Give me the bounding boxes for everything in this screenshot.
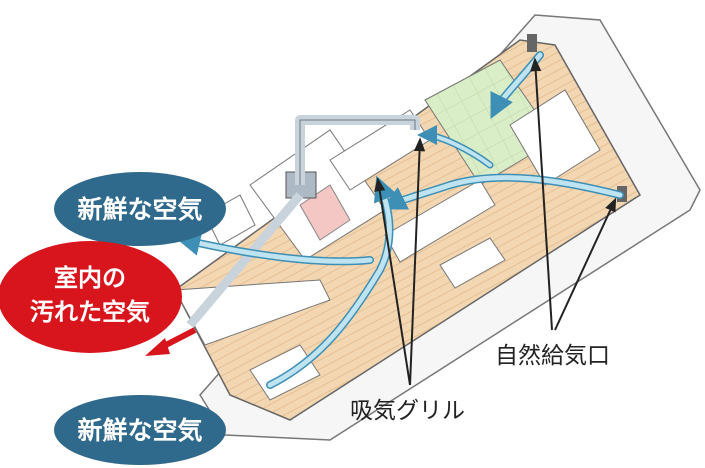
kitchen-counter [384, 179, 496, 263]
pink-room [299, 184, 351, 241]
fresh-air-label-bottom: 新鮮な空気 [77, 416, 202, 445]
callout-lines [374, 57, 617, 386]
exhaust-duct-out [186, 192, 304, 328]
supply-vent-rear [527, 34, 537, 52]
dirty-air-bubble: 室内の 汚れた空気 [0, 241, 182, 353]
callout-line-supply-right [554, 197, 617, 331]
closet-block [204, 194, 256, 246]
exhaust-grille-label: 吸気グリル [350, 398, 465, 424]
natural-supply-vent-label: 自然給気口 [495, 343, 610, 369]
fresh-air-bubble-bottom: 新鮮な空気 [54, 395, 226, 465]
callout-line-grille-2 [409, 137, 426, 386]
airflow-arrow [175, 231, 373, 264]
fresh-air-bubble-top: 新鮮な空気 [54, 172, 226, 246]
airflow-arrow [267, 175, 398, 388]
dirty-air-label-line2: 汚れた空気 [30, 298, 150, 326]
callout-line-grille-1 [374, 177, 411, 386]
airflow-arrow [381, 175, 623, 210]
airflow-arrows [175, 51, 624, 389]
dining-table [439, 237, 506, 289]
dirty-air-label-line1: 室内の [54, 264, 126, 292]
exhaust-arrow-head [145, 338, 170, 356]
callout-line-supply-rear [530, 57, 553, 331]
exhaust-duct-outline [299, 119, 416, 185]
building [174, 14, 701, 441]
airflow-arrow [417, 125, 492, 167]
fresh-air-label-top: 新鮮な空気 [77, 195, 202, 224]
exhaust-arrow [145, 327, 197, 356]
corner-room [509, 89, 601, 186]
